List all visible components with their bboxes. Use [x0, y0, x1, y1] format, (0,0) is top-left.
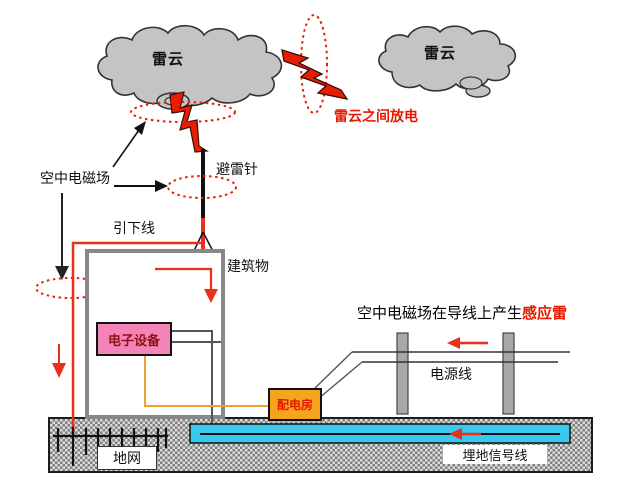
down-conductor-label: 引下线 — [113, 221, 155, 237]
inner-red-arrowhead-icon — [204, 289, 218, 303]
ground-net-label: 地网 — [113, 451, 141, 467]
inner-red-arrow-shaft — [155, 267, 213, 291]
ground-net-box: 地网 — [97, 446, 157, 470]
utility-pole-right — [502, 332, 515, 415]
utility-pole-left — [396, 332, 409, 415]
electronic-equipment-box: 电子设备 — [96, 322, 172, 356]
inter-cloud-lightning-icon — [281, 49, 349, 100]
right-cloud-swirl-inner-icon — [459, 76, 483, 90]
inter-cloud-discharge-label: 雷云之间放电 — [334, 109, 418, 125]
equipment-power-line — [144, 352, 268, 407]
air-field-diagonal-arrowhead-icon — [134, 121, 146, 135]
inter-cloud-field-ellipse — [300, 14, 328, 114]
power-wire-arrowhead-icon — [447, 337, 460, 349]
ground-net-grid — [53, 427, 168, 466]
buried-signal-line-label: 埋地信号线 — [462, 449, 528, 464]
electronic-equipment-label: 电子设备 — [107, 333, 160, 349]
equipment-signal-line — [168, 330, 213, 436]
service-drop-line-bottom — [317, 361, 363, 400]
down-conductor-line — [71, 241, 203, 437]
induced-sentence-red: 感应雷 — [522, 304, 568, 322]
rod-field-ellipse — [167, 175, 237, 199]
power-line-label: 电源线 — [430, 367, 472, 383]
right-thundercloud-shape — [378, 25, 517, 92]
service-drop-line-top — [312, 351, 353, 391]
induced-lightning-sentence: 空中电磁场在导线上产生感应雷 — [357, 302, 567, 323]
air-field-diagonal-arrow-shaft — [112, 129, 140, 168]
induced-sentence-black: 空中电磁场在导线上产生 — [357, 304, 523, 322]
buried-signal-arrowhead-icon — [449, 428, 462, 440]
left-thundercloud-shape — [97, 24, 283, 107]
left-red-arrowhead-icon — [52, 363, 66, 378]
left-field-vertical-arrowhead-icon — [55, 266, 69, 280]
lightning-rod-label: 避雷针 — [216, 162, 258, 178]
under-cloud-field-ellipse — [130, 101, 236, 123]
air-field-label: 空中电磁场 — [40, 171, 110, 187]
air-field-horizontal-arrowhead-icon — [155, 180, 168, 192]
building-label: 建筑物 — [227, 259, 269, 275]
left-cloud-label: 雷云 — [152, 50, 185, 68]
right-cloud-label: 雷云 — [424, 44, 457, 62]
distribution-room-label: 配电房 — [276, 398, 313, 412]
buried-signal-line-box: 埋地信号线 — [443, 445, 547, 464]
distribution-room-box: 配电房 — [268, 388, 322, 421]
